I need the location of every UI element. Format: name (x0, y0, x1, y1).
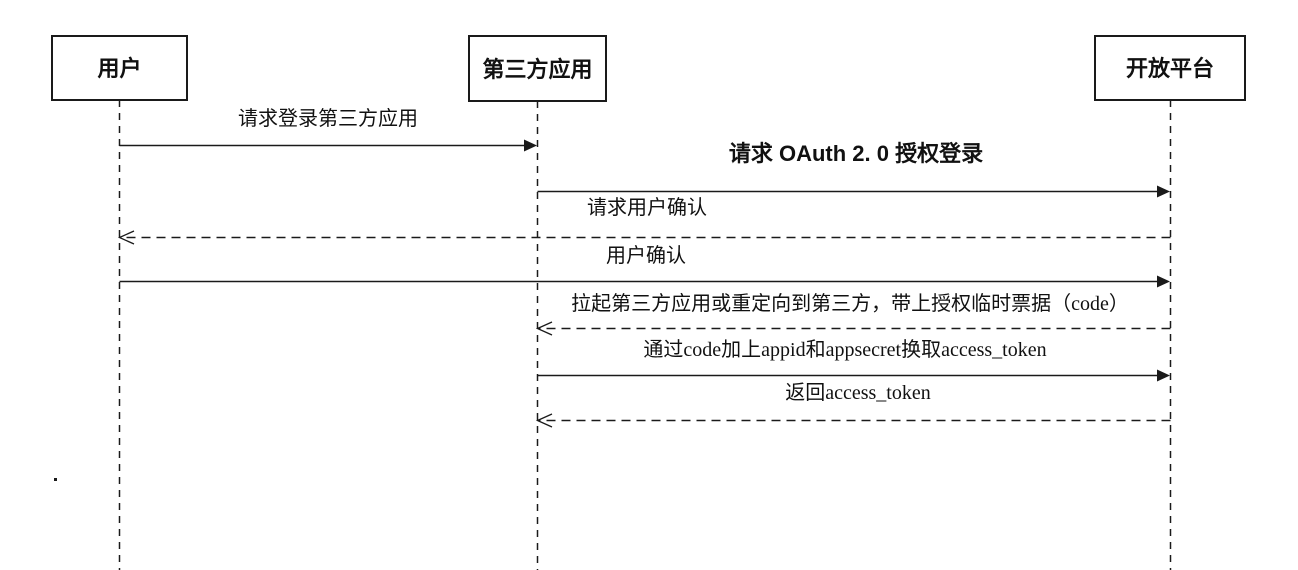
message-request-oauth-label: 请求 OAuth 2. 0 授权登录 (729, 141, 983, 166)
message-request-oauth: 请求 OAuth 2. 0 授权登录 (537, 141, 1170, 198)
actor-third-party-app-box (468, 35, 607, 102)
actor-third-party-app: 第三方应用 (468, 35, 607, 102)
message-redirect-with-code: 拉起第三方应用或重定向到第三方，带上授权临时票据（code） (535, 292, 1171, 336)
arrowhead-open-left-icon (535, 413, 553, 428)
actor-open-platform-label: 开放平台 (1126, 56, 1214, 81)
arrowhead-filled-right-icon (1157, 275, 1170, 288)
message-return-access-token: 返回access_token (535, 381, 1171, 428)
actor-user-label: 用户 (97, 56, 141, 81)
message-user-confirm-label: 用户确认 (606, 244, 686, 267)
arrowhead-open-left-icon (535, 321, 553, 336)
arrowhead-open-left-icon (117, 230, 135, 245)
stray-dot (54, 478, 57, 481)
message-request-user-confirm: 请求用户确认 (117, 196, 1171, 245)
message-redirect-with-code-label: 拉起第三方应用或重定向到第三方，带上授权临时票据（code） (571, 292, 1129, 315)
actor-open-platform-box (1094, 35, 1246, 101)
message-exchange-access-token-label: 通过code加上appid和appsecret换取access_token (643, 338, 1046, 361)
message-request-user-confirm-label: 请求用户确认 (587, 196, 707, 219)
message-request-login: 请求登录第三方应用 (119, 107, 537, 152)
message-return-access-token-label: 返回access_token (785, 381, 931, 404)
arrowhead-filled-right-icon (524, 139, 537, 152)
arrowhead-filled-right-icon (1157, 369, 1170, 382)
actor-third-party-app-label: 第三方应用 (482, 57, 592, 82)
message-exchange-access-token: 通过code加上appid和appsecret换取access_token (537, 338, 1170, 382)
arrowhead-filled-right-icon (1157, 185, 1170, 198)
actor-open-platform: 开放平台 (1094, 35, 1246, 101)
message-request-login-label: 请求登录第三方应用 (238, 107, 418, 130)
actor-user-box (51, 35, 188, 101)
message-user-confirm: 用户确认 (119, 244, 1170, 288)
actor-user: 用户 (51, 35, 188, 101)
